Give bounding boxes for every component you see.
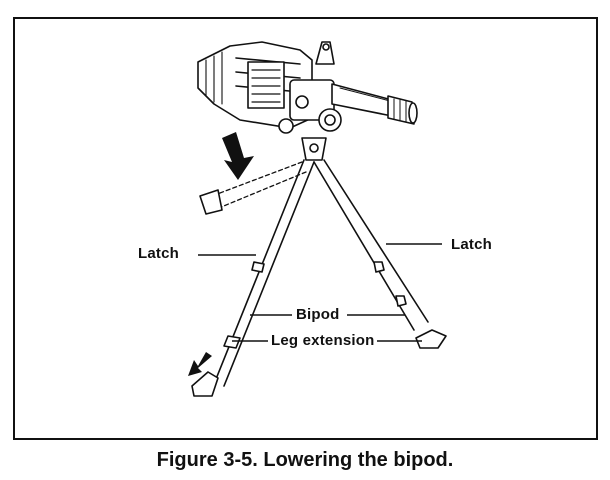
pointer-arrow-icon [188, 352, 212, 376]
down-arrow-icon [222, 132, 254, 180]
figure-caption: Figure 3-5. Lowering the bipod. [156, 449, 454, 471]
latch-left-label: Latch [138, 245, 180, 262]
figure-frame [13, 17, 598, 440]
leg-extension-label: Leg extension [271, 332, 375, 349]
latch-right-label: Latch [451, 236, 493, 253]
bipod-label: Bipod [296, 306, 340, 323]
